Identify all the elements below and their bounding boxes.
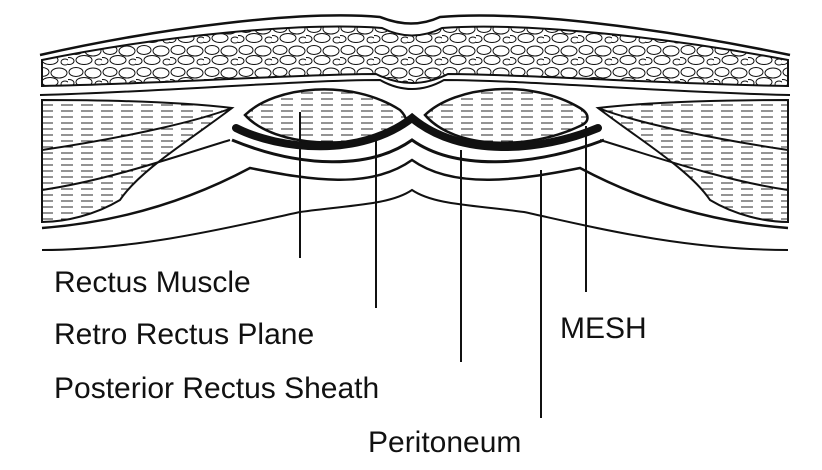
lower-boundary-line: [42, 190, 788, 250]
peritoneum-line: [42, 160, 788, 228]
label-rectus-muscle: Rectus Muscle: [54, 268, 251, 298]
label-mesh: MESH: [560, 314, 647, 344]
label-retro-rectus-plane: Retro Rectus Plane: [54, 320, 314, 350]
label-peritoneum: Peritoneum: [368, 428, 521, 458]
label-posterior-rectus-sheath: Posterior Rectus Sheath: [54, 374, 379, 404]
subcutaneous-fat-layer: [42, 27, 788, 86]
